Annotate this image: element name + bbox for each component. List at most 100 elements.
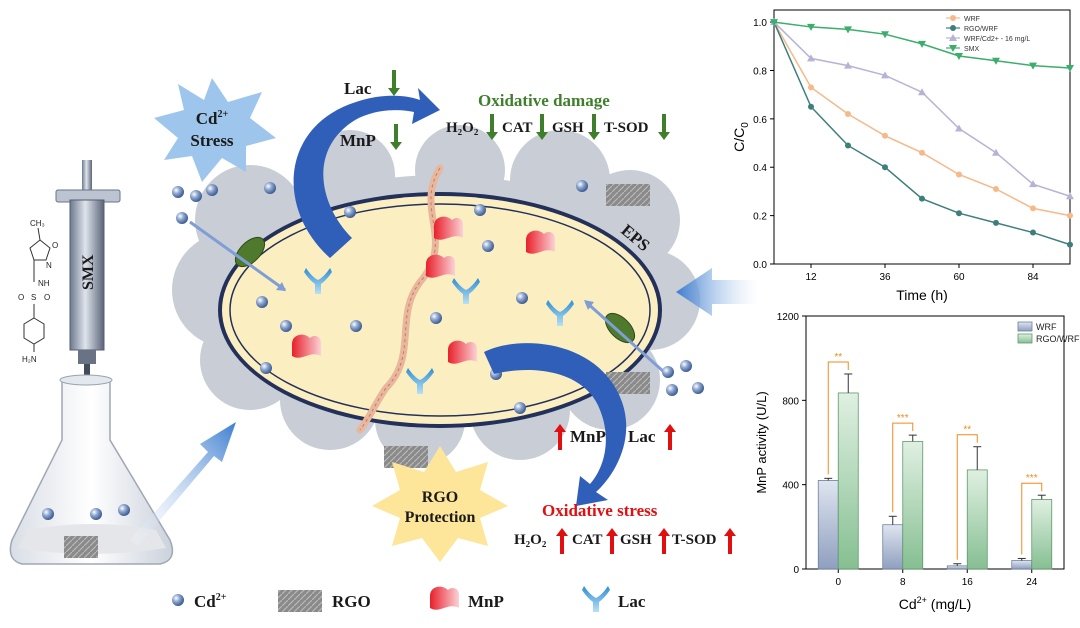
data-point — [1029, 180, 1037, 188]
data-point — [844, 26, 852, 34]
oxidative-stress-label: Oxidative stress — [542, 501, 658, 520]
erlenmeyer-flask — [9, 374, 174, 565]
x-tick-label: 24 — [1026, 577, 1038, 588]
data-point — [956, 210, 962, 217]
significance-label: *** — [1026, 473, 1038, 484]
bar — [837, 392, 859, 570]
data-point — [949, 45, 957, 52]
data-point — [950, 15, 956, 21]
x-tick-label: 8 — [900, 577, 906, 588]
lac-label-top: Lac — [344, 79, 372, 98]
syringe-label: SMX — [80, 254, 97, 290]
legend-swatch — [1017, 321, 1033, 332]
bar — [902, 441, 924, 570]
x-tick-label: 0 — [835, 577, 841, 588]
data-point — [1066, 65, 1074, 73]
syringe: SMX — [55, 160, 121, 386]
x-axis-label: Time (h) — [896, 287, 948, 303]
data-point — [1066, 192, 1074, 200]
y-tick-label: 0 — [793, 565, 799, 576]
bar — [817, 480, 839, 570]
damage-h2o2: H₂O₂ — [446, 120, 479, 136]
flask-to-cell-arrow — [130, 422, 236, 546]
legend-cd-label: Cd — [194, 592, 216, 611]
chart-to-cell-arrow — [676, 268, 758, 316]
y-axis-label: C/C0 — [731, 122, 751, 152]
mnp-label-top: MnP — [340, 131, 376, 150]
damage-gsh: GSH — [552, 120, 584, 136]
legend-rgo-label: RGO — [332, 592, 371, 611]
bar — [1011, 560, 1033, 570]
data-point — [1067, 212, 1073, 219]
data-point — [956, 171, 962, 178]
y-tick-label: 0.6 — [753, 115, 767, 126]
oxidative-damage-label: Oxidative damage — [478, 91, 610, 110]
x-axis-label: Cd2+ (mg/L) — [899, 595, 972, 612]
x-tick-label: 12 — [805, 272, 817, 283]
uptake-arrow-left — [189, 220, 286, 292]
y-tick-label: 400 — [782, 481, 799, 492]
data-point — [955, 52, 963, 60]
rgo-protection-line2: Protection — [405, 509, 476, 526]
data-point — [770, 19, 778, 27]
stress-cat: CAT — [572, 532, 603, 548]
molecule-nh: NH — [38, 279, 50, 288]
significance-bracket — [827, 361, 849, 475]
y-tick-label: 0.4 — [753, 163, 767, 174]
cd-stress-burst: Cd2+ Stress — [154, 78, 276, 182]
x-tick-label: 36 — [879, 272, 891, 283]
data-point — [882, 132, 888, 139]
data-point — [949, 34, 957, 41]
x-tick-label: 84 — [1027, 272, 1039, 283]
molecule-n: N — [46, 261, 52, 270]
smx-molecule: CH₃ O N NH S O O H₂N — [18, 219, 58, 364]
data-point — [992, 148, 1000, 156]
y-tick-label: 1200 — [777, 312, 800, 323]
molecule-o3: O — [44, 293, 50, 302]
data-point — [993, 219, 999, 226]
significance-label: ** — [963, 425, 971, 436]
significance-label: ** — [834, 352, 842, 363]
significance-bracket — [956, 434, 978, 560]
bar — [1031, 499, 1053, 570]
significance-bracket — [1021, 482, 1043, 555]
plot-frame — [773, 9, 1071, 265]
y-axis-label: MnP activity (U/L) — [754, 391, 769, 493]
data-point — [1030, 229, 1036, 236]
damage-tsod: T-SOD — [604, 120, 649, 136]
bar — [966, 469, 988, 570]
data-point — [808, 103, 814, 110]
x-tick-label: 60 — [953, 272, 965, 283]
legend-label: WRF/Cd2+ - 16 mg/L — [964, 36, 1030, 43]
rgo-protection-line1: RGO — [422, 489, 458, 506]
data-point — [1029, 62, 1037, 70]
y-tick-label: 0.8 — [753, 66, 767, 77]
data-point — [882, 164, 888, 171]
legend-rgo-swatch — [278, 590, 322, 612]
stress-cd-sup: 2+ — [218, 109, 229, 120]
stress-markers: H₂O₂ CAT GSH T-SOD — [514, 528, 736, 554]
downregulation-arrow — [293, 88, 440, 258]
damage-cat: CAT — [502, 120, 533, 136]
data-point — [881, 71, 889, 79]
stress-gsh: GSH — [620, 532, 652, 548]
molecule-h2n: H₂N — [22, 355, 37, 364]
y-tick-label: 1.0 — [753, 18, 767, 29]
bar — [946, 565, 968, 570]
mnp-up-label: MnP — [570, 427, 606, 446]
stress-tsod: T-SOD — [672, 532, 717, 548]
legend-lac-label: Lac — [618, 592, 646, 611]
significance-label: *** — [897, 413, 909, 424]
data-point — [993, 186, 999, 193]
data-point — [807, 23, 815, 31]
data-point — [808, 84, 814, 91]
stress-cd-label: Cd — [196, 109, 218, 128]
legend-label: WRF — [1036, 322, 1057, 332]
rgo-sheets — [384, 184, 650, 468]
molecule-s: S — [31, 293, 36, 302]
bar — [882, 524, 904, 570]
y-tick-label: 0.2 — [753, 212, 767, 223]
uptake-arrow-right — [584, 300, 666, 374]
